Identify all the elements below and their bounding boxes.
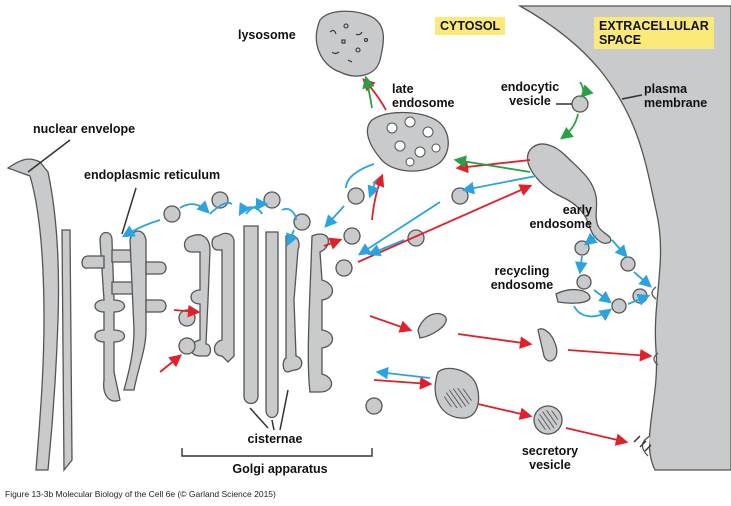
lysosome bbox=[315, 10, 384, 77]
exocytosis-site bbox=[641, 435, 651, 457]
lysosome-label: lysosome bbox=[238, 28, 296, 42]
golgi-bracket bbox=[181, 448, 373, 457]
figure-caption: Figure 13-3b Molecular Biology of the Ce… bbox=[5, 489, 276, 499]
cisternae-label: cisternae bbox=[247, 432, 303, 446]
early-endosome bbox=[527, 143, 612, 244]
nuclear-envelope-label: nuclear envelope bbox=[33, 122, 136, 136]
extracellular-space bbox=[517, 5, 731, 471]
cytosol-label: CYTOSOL bbox=[435, 17, 506, 35]
golgi-apparatus-label: Golgi apparatus bbox=[232, 462, 328, 476]
golgi-cisternae bbox=[183, 225, 334, 419]
endoplasmic-reticulum bbox=[61, 229, 167, 472]
endoplasmic-reticulum-label: endoplasmic reticulum bbox=[84, 168, 221, 182]
nuclear-envelope bbox=[6, 158, 60, 471]
